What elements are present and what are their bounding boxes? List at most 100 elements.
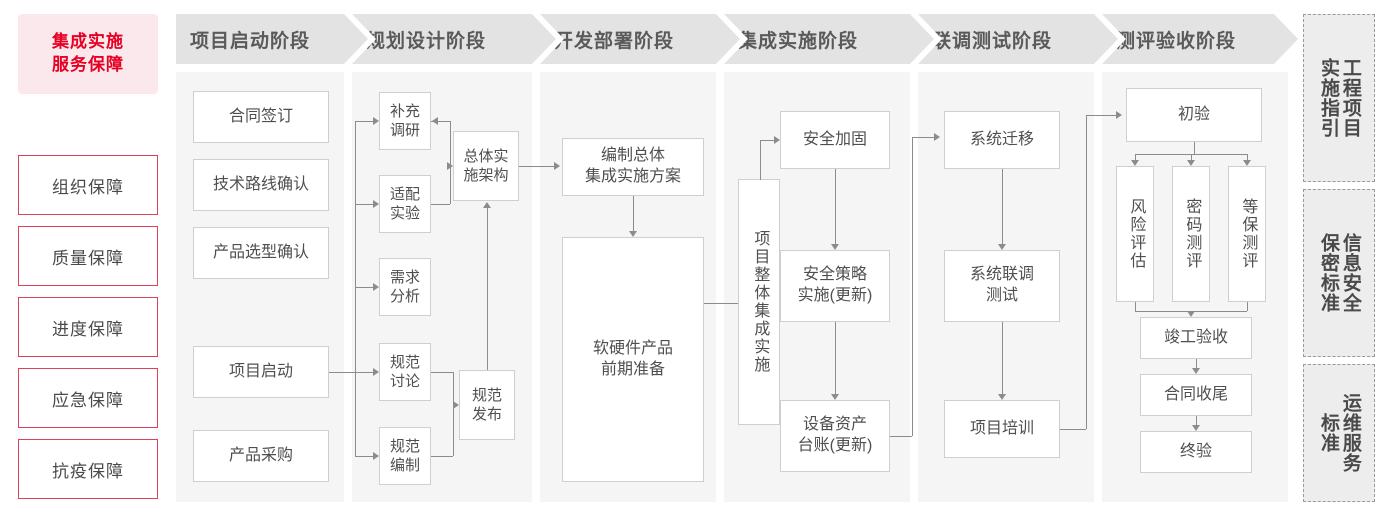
connector-p5-to-p6-vertical [1086,115,1087,429]
connector-supp-research-right [431,121,450,122]
connector-p4-to-p5-vertical [912,137,913,436]
node-spec-discussion[interactable]: 规范 讨论 [379,343,431,401]
guarantee-item-organization[interactable]: 组织保障 [18,155,158,215]
connector-adapt-test-right [431,204,450,205]
connector-migration-to-joint-test [1002,169,1003,244]
node-equipment-asset-ledger[interactable]: 设备资产 台账(更新) [780,400,890,472]
arrow-migration-to-joint-test [998,244,1006,250]
node-crypto-evaluation[interactable]: 密码测评 [1172,166,1210,302]
phase-header-5-label: 联调测试阶段 [932,30,1053,52]
node-hw-sw-preparation[interactable]: 软硬件产品 前期准备 [562,237,704,482]
connector-hardening-to-policy [835,169,836,244]
arrow-bus-to-req-analysis [373,283,379,291]
connector-bus-to-req-analysis [355,287,373,288]
standard-information-security[interactable]: 信息安全 保密标准 [1303,189,1375,357]
connector-prep-to-integration [704,303,739,304]
arrow-joint-test-to-training [998,394,1006,400]
connector-ledger-right [890,436,912,437]
guarantee-item-schedule[interactable]: 进度保障 [18,297,158,357]
phase-header-4-label: 集成实施阶段 [738,30,859,52]
phase-header-1-label: 项目启动阶段 [190,30,311,52]
connector-fanin-left [1135,302,1136,311]
connector-spec-discussion-right [431,372,453,373]
node-risk-assessment[interactable]: 风险评估 [1116,166,1154,302]
node-supplementary-research[interactable]: 补充 调研 [379,92,431,150]
phase-header-2-label: 规划设计阶段 [366,30,487,52]
arrow-to-crypto-evaluation [1187,160,1195,166]
arrow-merge-to-architecture [447,162,453,170]
connector-bus-to-spec-discussion [355,372,373,373]
node-security-policy-implementation[interactable]: 安全策略 实施(更新) [780,250,890,322]
connector-fanin-right [1247,302,1248,311]
connector-plan-to-prep [633,196,634,231]
node-overall-project-integration[interactable]: 项目整体集成实施 [738,179,780,425]
connector-architecture-to-plan [519,166,554,167]
connector-bus-to-supp-research [355,121,373,122]
phase-header-6-label: 测评验收阶段 [1116,30,1237,52]
guarantee-item-epidemic[interactable]: 抗疫保障 [18,439,158,499]
connector-integration-to-hardening [760,140,774,141]
arrow-policy-to-ledger [831,394,839,400]
node-adaptation-test[interactable]: 适配 实验 [379,175,431,233]
node-spec-release[interactable]: 规范 发布 [459,370,515,440]
node-project-training[interactable]: 项目培训 [944,400,1060,458]
arrow-p5-to-initial-acceptance [1116,111,1122,119]
arrow-to-risk-assessment [1131,160,1139,166]
node-completion-acceptance[interactable]: 竣工验收 [1140,317,1252,359]
node-system-joint-test[interactable]: 系统联调 测试 [944,250,1060,322]
arrow-spec-merge-to-release [453,401,459,409]
arrow-hardening-to-policy [831,244,839,250]
node-mlps-evaluation[interactable]: 等保测评 [1228,166,1266,302]
standard-operation-service[interactable]: 运维服务 标准 [1303,364,1375,502]
node-requirement-analysis[interactable]: 需求 分析 [379,258,431,316]
arrow-bus-to-spec-drafting [373,452,379,460]
arrow-plan-to-prep [629,231,637,237]
arrow-architecture-to-supp-research [432,117,438,125]
node-overall-implementation-architecture[interactable]: 总体实 施架构 [453,131,519,201]
connector-fanout-right [1247,154,1248,160]
standard-engineering-guideline-label: 工程项目 实施指引 [1318,58,1361,138]
arrow-bus-to-adapt-test [373,200,379,208]
node-spec-drafting[interactable]: 规范 编制 [379,427,431,485]
arrow-completion-to-closure [1192,368,1200,374]
connector-completion-to-closure [1196,359,1197,368]
phase-header-4[interactable]: 集成实施阶段 [724,14,934,64]
arrow-p4-to-migration [934,133,940,141]
node-initial-acceptance[interactable]: 初验 [1126,88,1262,142]
connector-p1-bus-in [329,372,355,373]
node-product-procurement[interactable]: 产品采购 [193,430,329,482]
node-project-kickoff[interactable]: 项目启动 [193,346,329,398]
connector-training-right [1060,429,1086,430]
phase-header-1[interactable]: 项目启动阶段 [176,14,368,64]
connector-p5-to-p6-horizontal [1086,115,1116,116]
phase-header-5[interactable]: 联调测试阶段 [918,14,1118,64]
phase-header-2[interactable]: 规划设计阶段 [352,14,556,64]
node-system-migration[interactable]: 系统迁移 [944,111,1060,169]
connector-bus-to-spec-drafting [355,456,373,457]
connector-spec-drafting-right [431,456,453,457]
standard-engineering-guideline[interactable]: 工程项目 实施指引 [1303,14,1375,182]
phase-header-3-label: 开发部署阶段 [554,30,675,52]
standard-information-security-label: 信息安全 保密标准 [1318,233,1361,313]
phase-header-6[interactable]: 测评验收阶段 [1102,14,1298,64]
node-final-acceptance[interactable]: 终验 [1140,431,1252,473]
node-contract-closure[interactable]: 合同收尾 [1140,374,1252,416]
guarantee-item-emergency[interactable]: 应急保障 [18,368,158,428]
standard-operation-service-label: 运维服务 标准 [1318,393,1361,473]
node-tech-route-confirm[interactable]: 技术路线确认 [193,159,329,211]
guarantee-item-quality[interactable]: 质量保障 [18,226,158,286]
node-contract-signing[interactable]: 合同签订 [193,91,329,143]
phase-header-3[interactable]: 开发部署阶段 [540,14,740,64]
connector-fanout-mid [1191,154,1192,160]
arrow-integration-to-hardening [774,136,780,144]
arrow-to-mlps-evaluation [1243,160,1251,166]
connector-p4-to-p5-horizontal [912,137,934,138]
node-product-selection-confirm[interactable]: 产品选型确认 [193,227,329,279]
guarantee-title: 集成实施 服务保障 [18,14,158,94]
connector-integration-up [760,140,761,180]
node-security-hardening[interactable]: 安全加固 [780,111,890,169]
connector-fanout-left [1135,154,1136,160]
connector-spec-release-up [487,208,488,370]
node-overall-integration-plan[interactable]: 编制总体 集成实施方案 [562,138,704,196]
